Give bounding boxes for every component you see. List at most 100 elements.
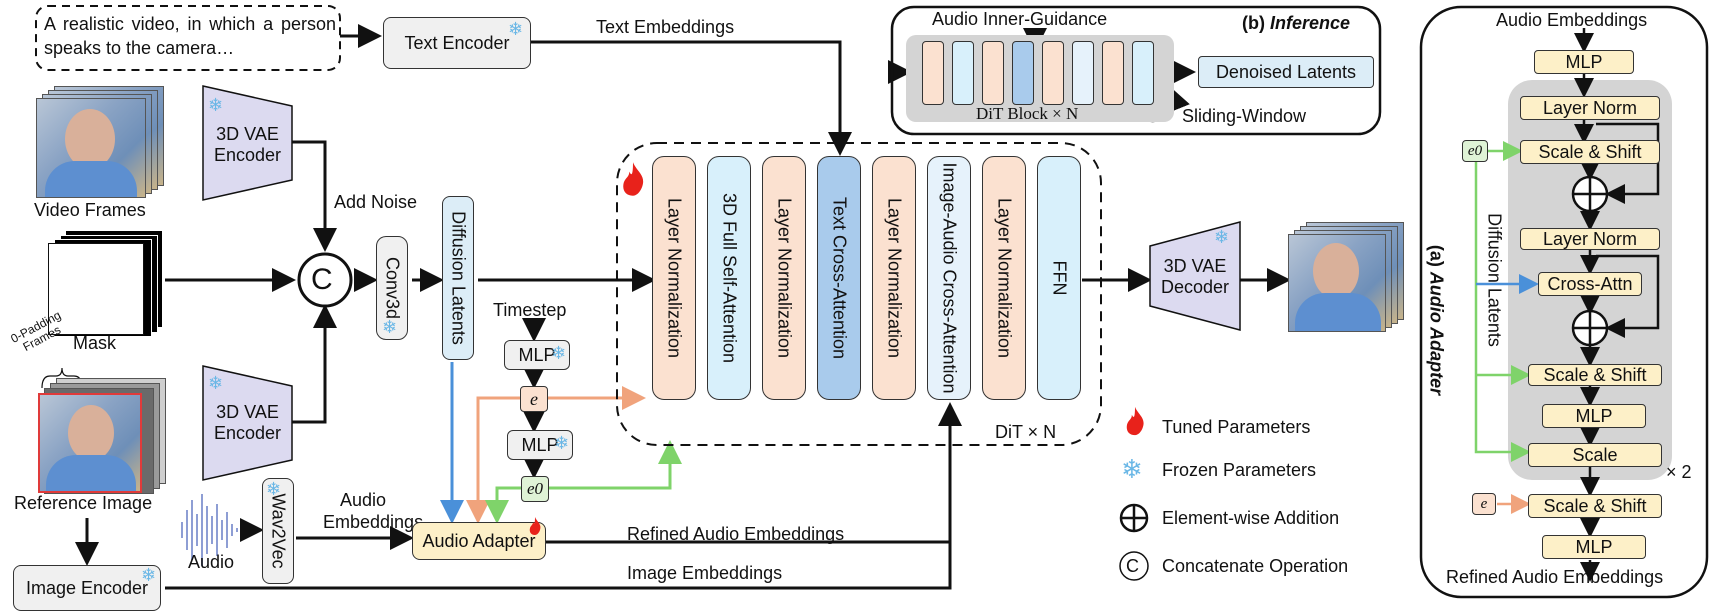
adapter-e0-token: e0: [1462, 140, 1488, 162]
dit-tuned-icon: [623, 162, 644, 196]
refined-audio-embeddings-label: Refined Audio Embeddings: [627, 524, 845, 544]
inference-panel: [890, 5, 1382, 136]
e-token: e: [520, 386, 548, 412]
dit-col-layer-norm-3: Layer Normalization: [872, 156, 916, 400]
reference-image-label: Reference Image: [14, 493, 153, 513]
adapter-repeat-label: × 2: [1666, 462, 1692, 482]
inference-guidance-label: Audio Inner-Guidance: [932, 9, 1108, 29]
inference-block-1: [922, 41, 944, 105]
legend-addition-icon: [1119, 503, 1149, 533]
conv3d-frozen-icon: ❄: [382, 317, 398, 337]
concat-icon: [297, 252, 353, 308]
adapter-add-2: [1571, 309, 1609, 347]
mask-frame: [48, 243, 144, 335]
inference-block-2: [952, 41, 974, 105]
adapter-side-label: Diffusion Latents: [1484, 213, 1505, 347]
legend-frozen-label: Frozen Parameters: [1162, 460, 1317, 480]
audio-adapter-block: Audio Adapter: [412, 522, 546, 560]
text-embeddings-label: Text Embeddings: [596, 17, 735, 37]
vae-encoder-top-shape: [202, 85, 293, 201]
vae-encoder-top-frozen-icon: ❄: [208, 95, 224, 115]
prompt-box: [35, 5, 341, 71]
dit-col-text-cross-attention: Text Cross-Attention: [817, 156, 861, 400]
legend-tuned-label: Tuned Parameters: [1162, 417, 1311, 437]
timestep-label: Timestep: [493, 300, 567, 320]
e-mlp-frozen-icon: ❄: [554, 433, 570, 453]
image-embeddings-label: Image Embeddings: [627, 563, 783, 583]
diffusion-latents-block: Diffusion Latents: [442, 196, 474, 360]
audio-waveform: [181, 494, 238, 566]
legend-concat-icon: [1119, 551, 1149, 581]
legend-tuned-icon: [1126, 406, 1144, 436]
vae-encoder-top-label: 3D VAE Encoder: [213, 124, 282, 165]
legend-addition-label: Element-wise Addition: [1162, 508, 1340, 528]
dit-col-ffn: FFN: [1037, 156, 1081, 400]
audio-embeddings-label: Audio Embeddings: [323, 490, 424, 532]
wav2vec-frozen-icon: ❄: [266, 479, 282, 499]
video-frame-image: [36, 98, 146, 198]
vae-decoder-frozen-icon: ❄: [1214, 227, 1230, 247]
e-mlp: MLP: [507, 430, 573, 460]
add-noise-label: Add Noise: [334, 192, 418, 212]
dit-repeat-label: DiT × N: [995, 422, 1057, 442]
inference-block-6: [1072, 41, 1094, 105]
inference-block-4: [1012, 41, 1034, 105]
timestep-mlp: MLP: [504, 340, 570, 370]
dit-col-layer-norm-1: Layer Normalization: [652, 156, 696, 400]
video-frames-label: Video Frames: [34, 200, 146, 220]
legend-frozen-icon: ❄: [1121, 454, 1143, 484]
adapter-title: (a) Audio Adapter: [1426, 244, 1447, 396]
adapter-output-label: Refined Audio Embeddings: [1446, 567, 1664, 587]
adapter-mlp-top: MLP: [1534, 50, 1634, 74]
padding-brace: [41, 367, 83, 389]
vae-encoder-bottom-frozen-icon: ❄: [208, 373, 224, 393]
adapter-scale-shift-1: Scale & Shift: [1520, 140, 1660, 164]
sliding-window-label: Sliding-Window: [1182, 106, 1307, 126]
adapter-mlp-bottom: MLP: [1542, 535, 1646, 559]
inference-block-5: [1042, 41, 1064, 105]
output-frame-image: [1288, 234, 1386, 332]
inference-title: (b) Inference: [1242, 13, 1351, 33]
legend-concat-glyph: C: [1126, 556, 1139, 576]
adapter-cross-attn: Cross-Attn: [1538, 272, 1642, 296]
adapter-input-label: Audio Embeddings: [1496, 10, 1648, 30]
e0-token: e0: [521, 476, 549, 502]
adapter-scale-shift-3: Scale & Shift: [1528, 494, 1662, 518]
vae-decoder-shape: [1149, 221, 1241, 331]
mask-label: Mask: [73, 333, 117, 353]
image-encoder-frozen-icon: ❄: [141, 565, 157, 585]
image-encoder: Image Encoder: [13, 565, 161, 611]
adapter-layer-norm-1: Layer Norm: [1520, 96, 1660, 120]
legend-concat-label: Concatenate Operation: [1162, 556, 1349, 576]
conv3d-block: Conv3d: [376, 236, 408, 340]
vae-decoder-label: 3D VAE Decoder: [1160, 256, 1230, 297]
inference-block-7: [1102, 41, 1124, 105]
dit-col-layer-norm-4: Layer Normalization: [982, 156, 1026, 400]
dit-col-self-attention: 3D Full Self-Attention: [707, 156, 751, 400]
reference-image: [38, 393, 142, 493]
concat-label: C: [311, 263, 333, 296]
vae-encoder-bottom-shape: [202, 365, 293, 481]
adapter-e-token: e: [1472, 493, 1496, 515]
audio-label: Audio: [188, 552, 235, 572]
dit-block-container: [616, 142, 1102, 446]
adapter-scale: Scale: [1528, 443, 1662, 467]
text-encoder: Text Encoder: [383, 17, 531, 69]
adapter-layer-norm-2: Layer Norm: [1520, 228, 1660, 250]
dit-col-layer-norm-2: Layer Normalization: [762, 156, 806, 400]
dit-col-image-audio-cross-attention: Image-Audio Cross-Attention: [927, 156, 971, 400]
audio-adapter-panel: [1419, 5, 1709, 599]
inference-block-3: [982, 41, 1004, 105]
adapter-add-1: [1571, 175, 1609, 213]
inference-block-label: DiT Block × N: [976, 104, 1079, 123]
vae-encoder-bottom-label: 3D VAE Encoder: [213, 402, 282, 443]
inference-block-8: [1132, 41, 1154, 105]
prompt-text: A realistic video, in which a person spe…: [44, 14, 336, 59]
text-encoder-label: Text Encoder: [404, 32, 510, 53]
denoised-latents-box: Denoised Latents: [1198, 56, 1374, 88]
wav2vec-block: Wav2Vec: [262, 478, 294, 584]
timestep-mlp-frozen-icon: ❄: [551, 343, 567, 363]
audio-adapter-tuned-icon: [529, 517, 541, 535]
adapter-mlp-mid: MLP: [1542, 404, 1646, 428]
text-encoder-frozen-icon: ❄: [508, 19, 524, 39]
